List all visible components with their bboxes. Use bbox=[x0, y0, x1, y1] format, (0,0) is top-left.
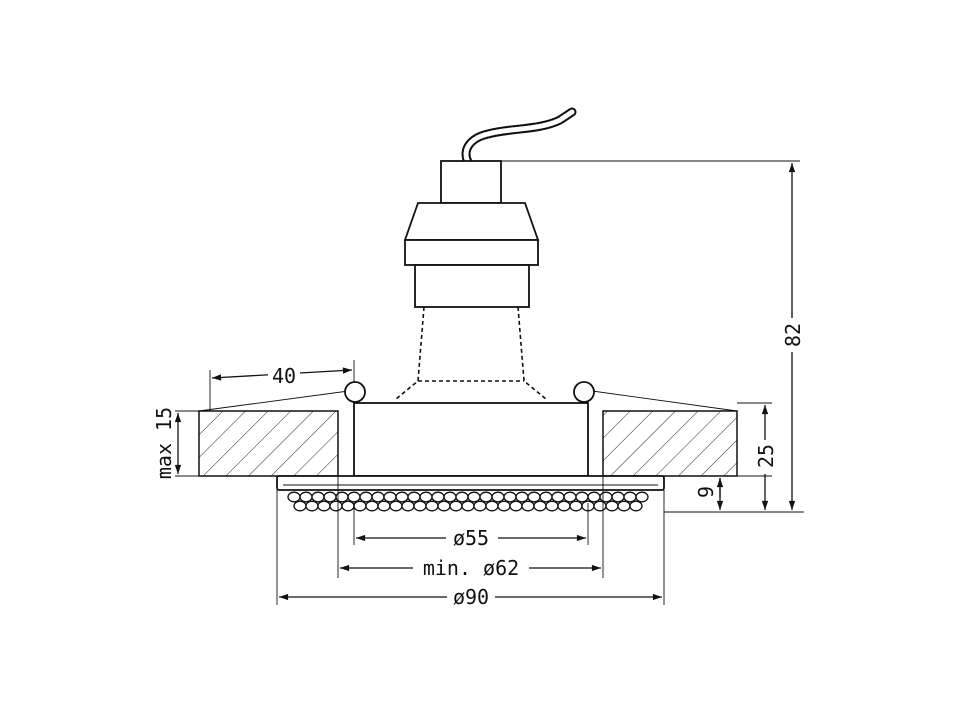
trim-ring bbox=[276, 475, 665, 491]
crystal-bead bbox=[347, 491, 361, 503]
outer-diameter-label: ø90 bbox=[453, 585, 489, 609]
crystal-bead bbox=[449, 500, 463, 512]
spring-clips bbox=[198, 381, 738, 412]
height-label-9: 9 bbox=[694, 486, 718, 498]
cable bbox=[461, 107, 577, 167]
crystal-bead bbox=[365, 500, 379, 512]
crystal-bead bbox=[509, 500, 523, 512]
crystal-bead bbox=[623, 491, 637, 503]
crystal-bead bbox=[545, 500, 559, 512]
crystal-bead bbox=[425, 500, 439, 512]
crystal-bead bbox=[383, 491, 397, 503]
height-label-82: 82 bbox=[781, 323, 805, 347]
crystal-bead bbox=[467, 491, 481, 503]
crystal-bead bbox=[551, 491, 565, 503]
crystal-bead bbox=[401, 500, 415, 512]
crystal-bead bbox=[605, 500, 619, 512]
crystal-bead bbox=[413, 500, 427, 512]
crystal-bead bbox=[329, 500, 343, 512]
crystal-bead bbox=[299, 491, 313, 503]
crystal-bead bbox=[395, 491, 409, 503]
crystal-bead bbox=[533, 500, 547, 512]
crystal-bead bbox=[437, 500, 451, 512]
crystal-bead bbox=[371, 491, 385, 503]
crystal-bead bbox=[305, 500, 319, 512]
crystal-bead bbox=[311, 491, 325, 503]
ceiling-panel-right bbox=[602, 410, 738, 477]
crystal-bead bbox=[599, 491, 613, 503]
crystal-bead bbox=[323, 491, 337, 503]
crystal-bead bbox=[629, 500, 643, 512]
depth-label-40: 40 bbox=[272, 364, 296, 388]
crystal-bead bbox=[587, 491, 601, 503]
crystal-bead bbox=[317, 500, 331, 512]
height-label-25: 25 bbox=[754, 444, 778, 468]
crystal-bead bbox=[473, 500, 487, 512]
crystal-bead bbox=[287, 491, 301, 503]
crystal-bead bbox=[407, 491, 421, 503]
crystal-beads bbox=[287, 491, 649, 512]
crystal-bead bbox=[521, 500, 535, 512]
crystal-bead bbox=[353, 500, 367, 512]
housing-body bbox=[353, 402, 589, 477]
crystal-bead bbox=[389, 500, 403, 512]
crystal-bead bbox=[515, 491, 529, 503]
crystal-bead bbox=[575, 491, 589, 503]
crystal-bead bbox=[497, 500, 511, 512]
crystal-bead bbox=[443, 491, 457, 503]
crystal-bead bbox=[293, 500, 307, 512]
max-thickness-label: max 15 bbox=[152, 407, 176, 479]
crystal-bead bbox=[611, 491, 625, 503]
crystal-bead bbox=[485, 500, 499, 512]
cutout-diameter-label: min. ø62 bbox=[423, 556, 519, 580]
crystal-bead bbox=[479, 491, 493, 503]
ceiling-panel-left bbox=[198, 410, 339, 477]
crystal-bead bbox=[527, 491, 541, 503]
crystal-bead bbox=[455, 491, 469, 503]
crystal-bead bbox=[563, 491, 577, 503]
crystal-bead bbox=[503, 491, 517, 503]
crystal-bead bbox=[635, 491, 649, 503]
crystal-bead bbox=[557, 500, 571, 512]
socket-connector bbox=[403, 160, 540, 308]
crystal-bead bbox=[461, 500, 475, 512]
crystal-bead bbox=[419, 491, 433, 503]
crystal-bead bbox=[593, 500, 607, 512]
crystal-bead bbox=[359, 491, 373, 503]
crystal-bead bbox=[491, 491, 505, 503]
crystal-bead bbox=[569, 500, 583, 512]
inner-diameter-label: ø55 bbox=[453, 526, 489, 550]
crystal-bead bbox=[431, 491, 445, 503]
crystal-bead bbox=[539, 491, 553, 503]
crystal-bead bbox=[617, 500, 631, 512]
lamp-outline-dashed bbox=[395, 306, 547, 400]
crystal-bead bbox=[377, 500, 391, 512]
crystal-bead bbox=[341, 500, 355, 512]
